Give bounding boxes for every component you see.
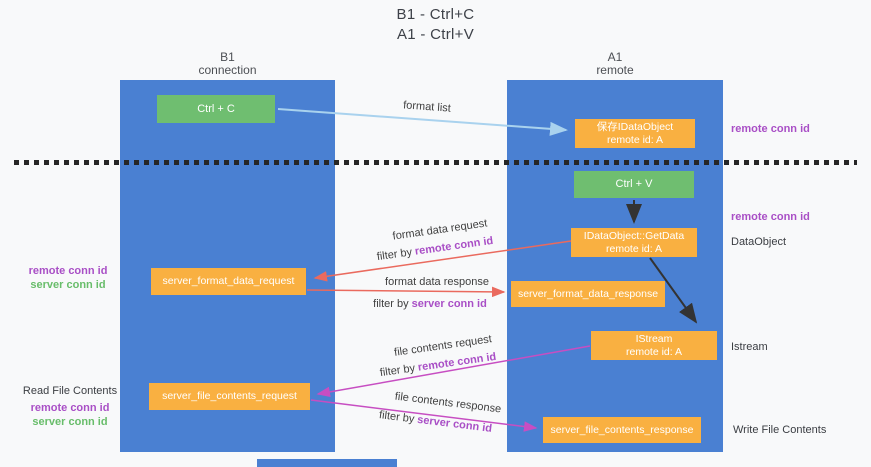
arrow-format-data-response — [306, 286, 506, 298]
node-ctrl-v: Ctrl + V — [574, 171, 694, 198]
node-file-request-label: server_file_contents_request — [162, 390, 297, 402]
node-format-request-label: server_format_data_request — [162, 275, 295, 287]
diagram-title-line2: A1 - Ctrl+V — [396, 26, 475, 43]
node-server-file-contents-response: server_file_contents_response — [543, 417, 701, 443]
annotation-dataobject: DataObject — [731, 236, 787, 248]
filter-key-remote-conn-id: remote conn id — [417, 350, 497, 374]
annotation-read-file-contents: Read File Contents — [22, 385, 118, 397]
node-save-idataobject-line1: 保存IDataObject — [596, 120, 674, 133]
node-server-format-data-request: server_format_data_request — [151, 268, 306, 295]
filter-by-text: filter by — [379, 362, 416, 380]
lane-header-b1: B1 connection — [120, 51, 335, 77]
lane-b1-role: connection — [198, 63, 257, 77]
node-save-idataobject-line2: remote id: A — [606, 133, 664, 146]
node-ctrl-c-label: Ctrl + C — [197, 102, 235, 115]
filter-key-remote-conn-id: remote conn id — [414, 234, 494, 258]
diagram-title-line1: B1 - Ctrl+C — [396, 6, 475, 23]
annotation-left-server-conn-id2: server conn id — [32, 416, 108, 428]
label-format-list: format list — [402, 99, 452, 115]
node-idataobject-getdata: IDataObject::GetData remote id: A — [571, 228, 697, 257]
node-istream-line1: IStream — [635, 332, 673, 345]
bottom-cutoff-element — [257, 459, 397, 467]
node-save-idataobject: 保存IDataObject remote id: A — [575, 119, 695, 148]
filter-by-text: filter by — [378, 409, 416, 426]
filter-key-server-conn-id: server conn id — [411, 298, 487, 310]
annotation-remote-conn-id-mid: remote conn id — [731, 211, 810, 223]
filter-by-text: filter by — [376, 246, 413, 264]
node-server-file-contents-request: server_file_contents_request — [149, 383, 310, 410]
filter-key-server-conn-id: server conn id — [416, 413, 493, 435]
lane-a1-name: A1 — [607, 50, 623, 64]
node-file-response-label: server_file_contents_response — [550, 423, 694, 436]
lane-a1-role: remote — [596, 63, 634, 77]
session-divider-dashed-line — [14, 160, 857, 165]
lane-b1-name: B1 — [220, 50, 235, 64]
annotation-istream: Istream — [731, 341, 768, 353]
node-getdata-line2: remote id: A — [605, 242, 663, 255]
annotation-left-server-conn-id: server conn id — [30, 279, 106, 291]
lane-header-a1: A1 remote — [507, 51, 723, 77]
label-format-data-response: format data response — [385, 276, 489, 288]
node-ctrl-c: Ctrl + C — [157, 95, 275, 123]
annotation-left-remote-conn-id2: remote conn id — [30, 402, 110, 414]
filter-by-text: filter by — [373, 298, 409, 310]
annotation-left-remote-conn-id: remote conn id — [28, 265, 108, 277]
node-getdata-line1: IDataObject::GetData — [583, 229, 685, 242]
annotation-remote-conn-id-top: remote conn id — [731, 123, 810, 135]
annotation-write-file-contents: Write File Contents — [733, 424, 827, 436]
node-server-format-data-response: server_format_data_response — [511, 281, 665, 307]
node-istream-line2: remote id: A — [625, 345, 683, 358]
node-format-response-label: server_format_data_response — [517, 287, 659, 300]
node-ctrl-v-label: Ctrl + V — [615, 178, 653, 190]
node-istream: IStream remote id: A — [591, 331, 717, 360]
